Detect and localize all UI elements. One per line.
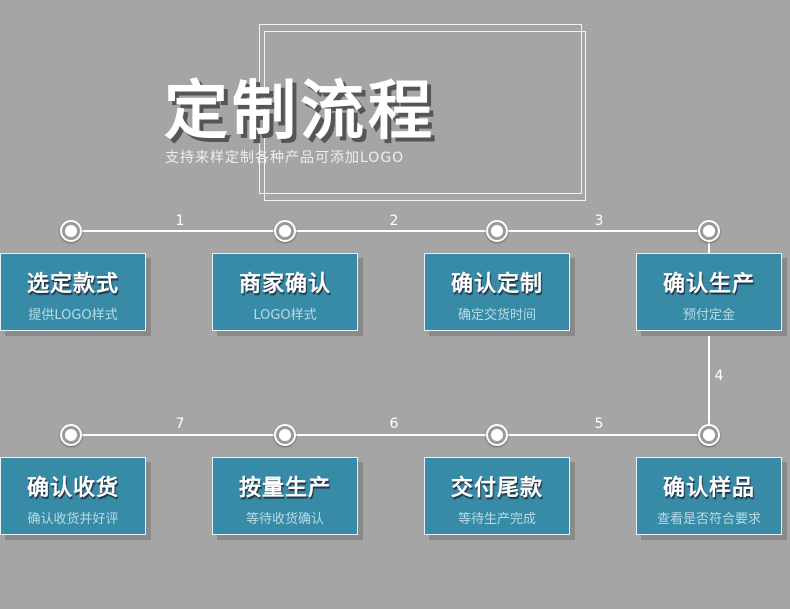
step-desc: LOGO样式 — [253, 308, 317, 323]
step-box: 选定款式提供LOGO样式 — [0, 253, 146, 331]
decor-frame — [259, 24, 582, 194]
step-box: 确认生产预付定金 — [636, 253, 782, 331]
connector-number: 7 — [175, 416, 185, 432]
connector-line — [71, 230, 709, 232]
step-box: 交付尾款等待生产完成 — [424, 457, 570, 535]
step-node — [698, 424, 720, 446]
step-box: 商家确认 LOGO样式 — [212, 253, 358, 331]
step-title: 按量生产 — [238, 476, 331, 501]
step-node — [486, 220, 508, 242]
step-box: 确认定制确定交货时间 — [424, 253, 570, 331]
step-desc: 等待生产完成 — [457, 512, 536, 527]
step-desc: 确定交货时间 — [457, 308, 536, 323]
connector-number: 4 — [714, 368, 724, 384]
step-desc: 查看是否符合要求 — [656, 512, 761, 527]
step-desc: 提供LOGO样式 — [28, 308, 118, 323]
step-node — [486, 424, 508, 446]
step-title: 商家确认 — [238, 272, 331, 297]
page-subtitle: 支持来样定制各种产品可添加LOGO — [165, 150, 405, 166]
decor-frame — [264, 31, 586, 201]
step-desc: 确认收货并好评 — [27, 512, 119, 527]
step-desc: 预付定金 — [682, 308, 735, 323]
connector-number: 2 — [389, 213, 399, 229]
step-title: 确认生产 — [662, 272, 755, 297]
step-node — [274, 424, 296, 446]
connector-line — [708, 231, 710, 435]
step-title: 确认样品 — [662, 476, 755, 501]
step-box: 确认样品查看是否符合要求 — [636, 457, 782, 535]
step-title: 交付尾款 — [450, 476, 543, 501]
step-title: 确认收货 — [26, 476, 119, 501]
step-title: 选定款式 — [26, 272, 119, 297]
connector-number: 1 — [175, 213, 185, 229]
connector-number: 5 — [594, 416, 604, 432]
step-title: 确认定制 — [450, 272, 543, 297]
step-node — [274, 220, 296, 242]
connector-number: 3 — [594, 213, 604, 229]
step-box: 确认收货确认收货并好评 — [0, 457, 146, 535]
step-node — [60, 424, 82, 446]
step-node — [60, 220, 82, 242]
step-desc: 等待收货确认 — [245, 512, 324, 527]
step-box: 按量生产等待收货确认 — [212, 457, 358, 535]
step-node — [698, 220, 720, 242]
page-title: 定制流程 — [164, 75, 436, 149]
connector-line — [71, 434, 709, 436]
connector-number: 6 — [389, 416, 399, 432]
